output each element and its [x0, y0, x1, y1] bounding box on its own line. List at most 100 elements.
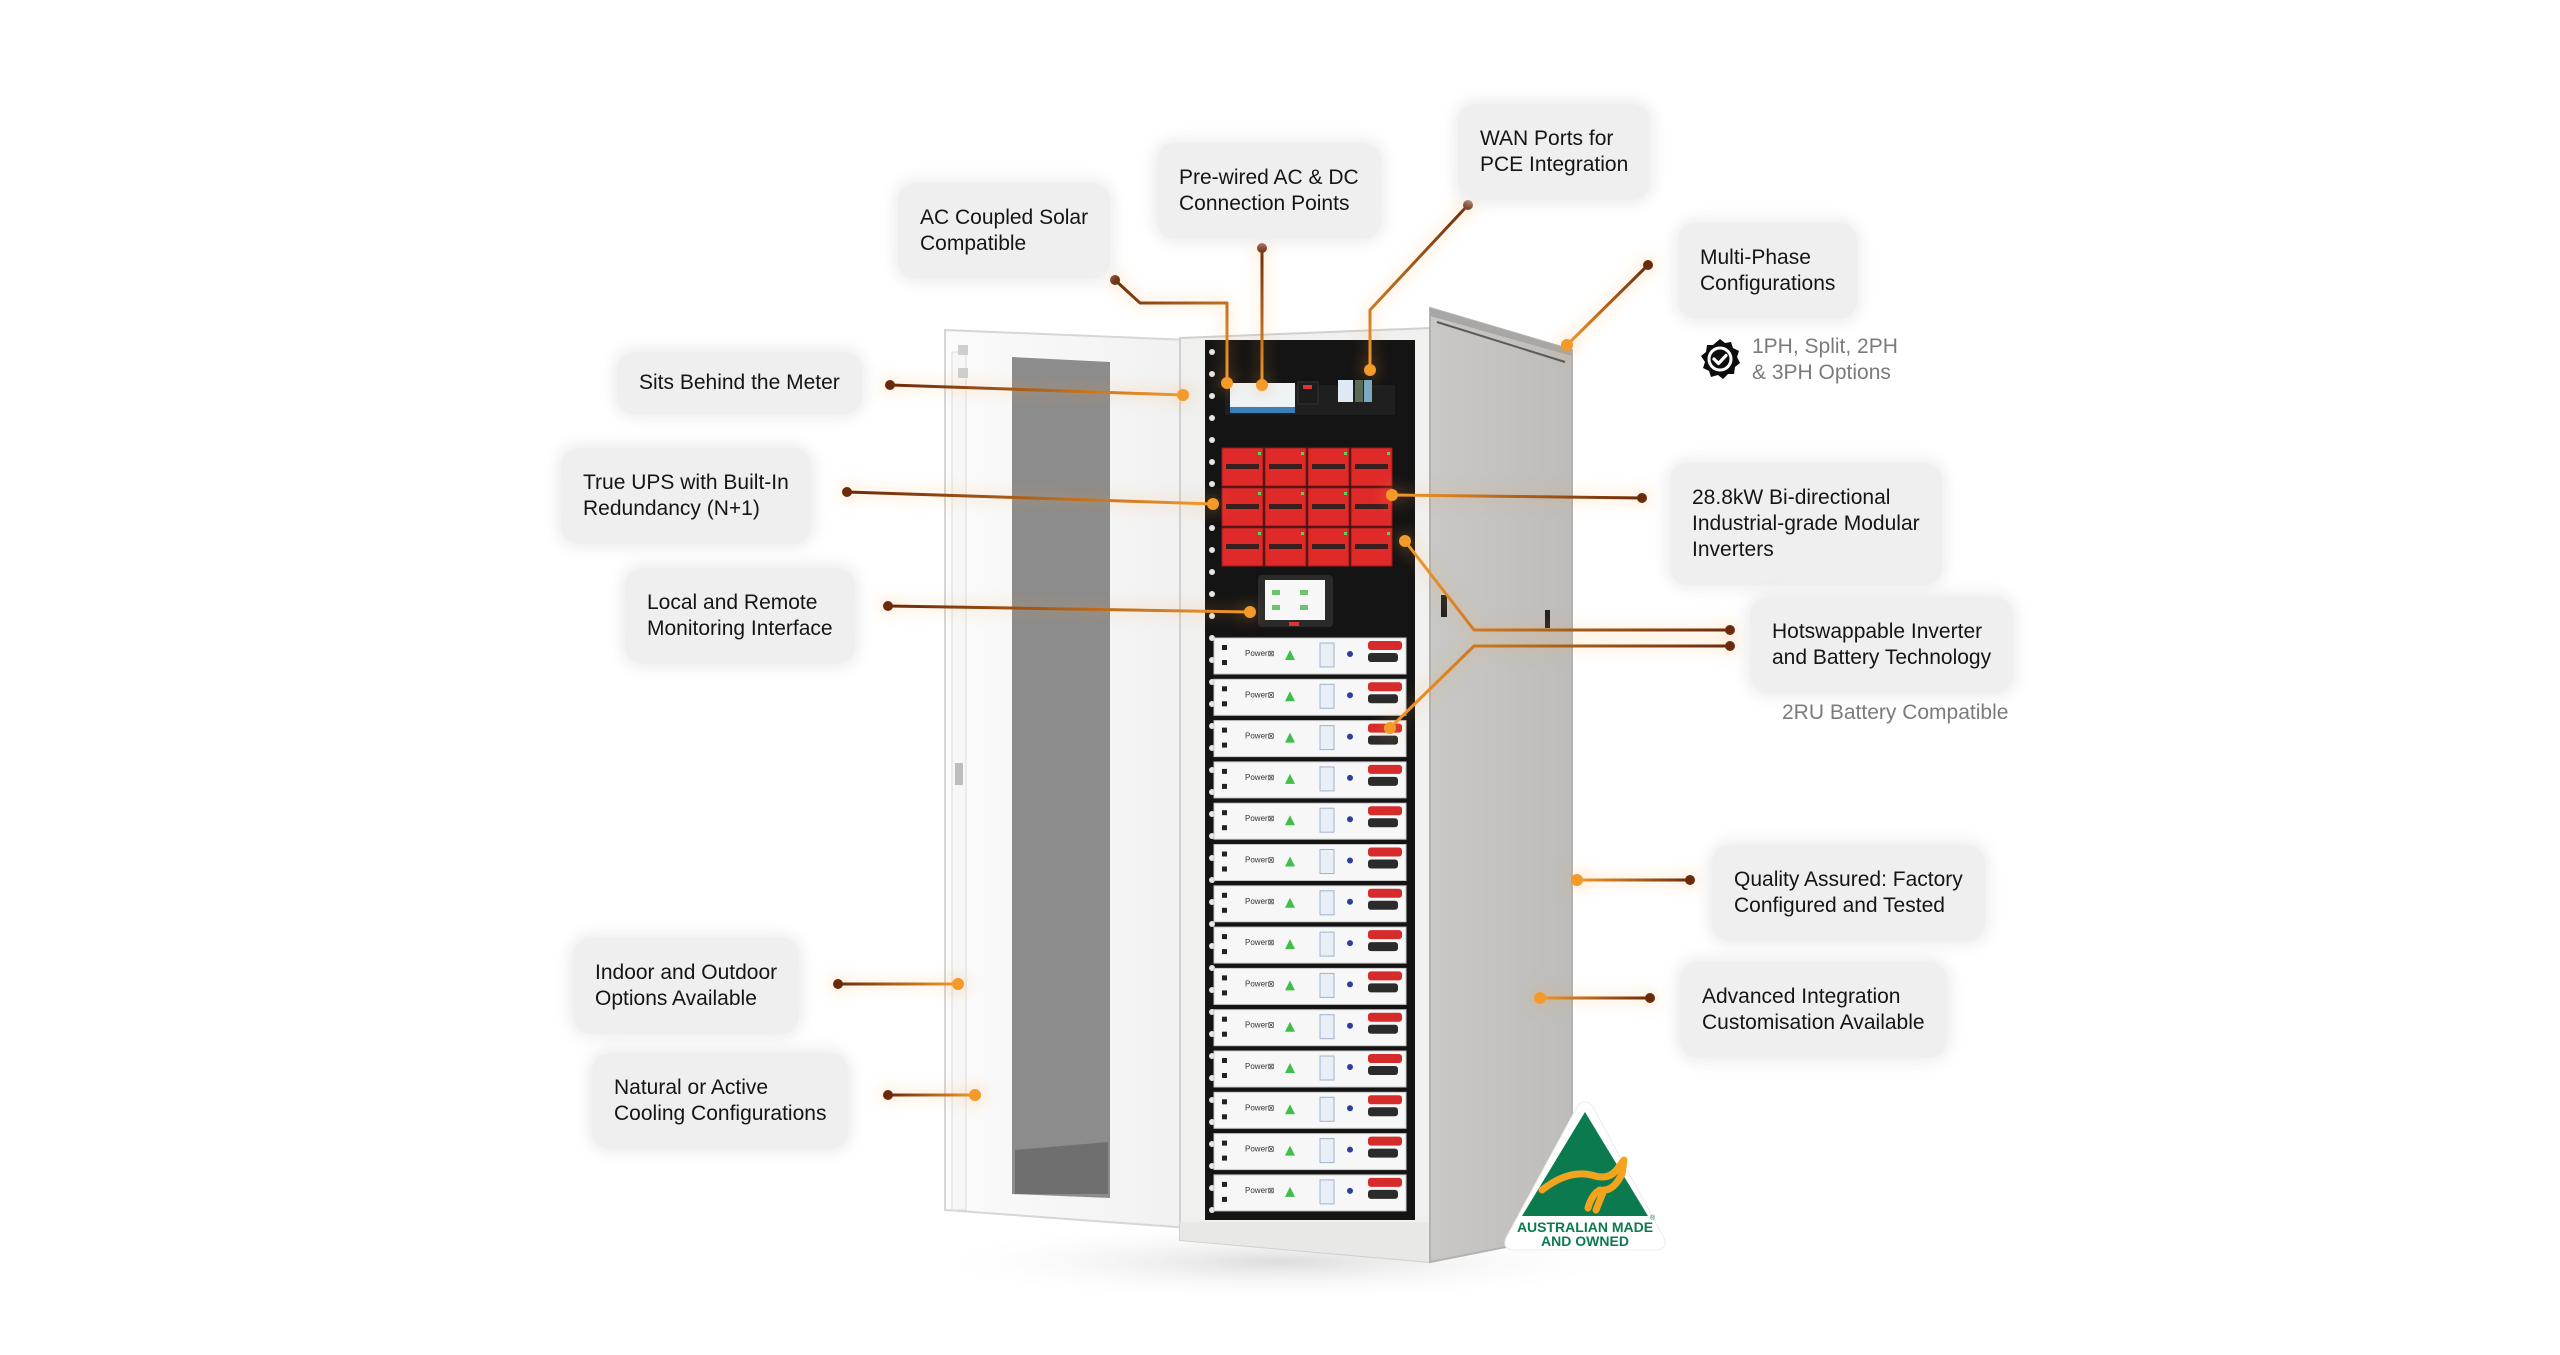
note-text: & 3PH Options [1752, 361, 1891, 384]
leader-dot-label [1725, 641, 1735, 651]
kangaroo-icon [1538, 1156, 1628, 1214]
battery-display [1319, 683, 1335, 709]
rack-hole [1209, 547, 1215, 553]
recycle-icon [1285, 939, 1295, 950]
battery-brand: Power⊠ [1245, 1103, 1274, 1112]
callout-monitoring: Local and Remote Monitoring Interface [625, 568, 855, 664]
leader-dot-label [1463, 200, 1473, 210]
positive-connector [1368, 1012, 1402, 1022]
inverter-handle [1312, 544, 1345, 549]
rack-hole [1209, 415, 1215, 421]
battery-port [1222, 645, 1227, 650]
callout-text: PCE Integration [1480, 153, 1629, 176]
battery-port [1222, 810, 1227, 816]
battery-button [1347, 774, 1353, 781]
battery-port [1222, 1155, 1227, 1161]
callout-text: 28.8kW Bi-directional [1692, 486, 1891, 509]
inverter-handle [1355, 544, 1388, 549]
battery-button [1347, 898, 1353, 905]
logo-text: AUSTRALIAN MADE [1517, 1219, 1653, 1235]
battery-brand: Power⊠ [1245, 773, 1274, 782]
recycle-icon [1285, 1145, 1295, 1156]
positive-connector [1368, 971, 1402, 981]
leader-dot-label [1645, 993, 1655, 1003]
battery-display [1319, 972, 1335, 998]
battery-display [1319, 931, 1335, 957]
callout-ac-coupled-solar: AC Coupled Solar Compatible [898, 183, 1111, 279]
status-led [1344, 532, 1347, 535]
leader-dot-label [883, 1090, 893, 1100]
callout-behind-meter: Sits Behind the Meter [617, 352, 862, 414]
recycle-icon [1285, 1104, 1295, 1115]
callout-text: Industrial-grade Modular [1692, 512, 1920, 535]
battery-brand: Power⊠ [1245, 814, 1274, 823]
callout-text: Cooling Configurations [614, 1102, 827, 1125]
battery-port [1222, 660, 1227, 665]
leader-behind-meter [885, 380, 1189, 401]
callout-advanced: Advanced Integration Customisation Avail… [1680, 962, 1947, 1058]
leader-line [1391, 493, 1643, 500]
callout-text: Compatible [920, 232, 1027, 255]
battery-display [1319, 1179, 1335, 1205]
leader-indoor-outdoor [833, 978, 964, 990]
battery-brand: Power⊠ [1245, 856, 1274, 865]
battery-port [1222, 866, 1227, 872]
leader-dot-target [952, 978, 964, 990]
inverter-handle [1312, 464, 1345, 469]
cabinet-front: Power⊠ Power⊠ Power⊠ Power⊠ Power⊠ Power⊠ Powe… [1179, 326, 1431, 1264]
battery-brand: Power⊠ [1245, 1145, 1274, 1154]
negative-connector [1368, 694, 1398, 704]
battery-brand: Power⊠ [1245, 938, 1274, 947]
leader-ac-coupled [1110, 275, 1233, 389]
positive-connector [1368, 888, 1402, 898]
battery-port [1222, 783, 1227, 789]
leader-dot-target [1571, 874, 1583, 886]
callout-quality: Quality Assured: Factory Configured and … [1712, 845, 1985, 941]
battery-brand: Power⊠ [1245, 897, 1274, 906]
positive-connector [1368, 930, 1402, 940]
battery-brand: Power⊠ [1245, 1021, 1274, 1030]
callout-text: Local and Remote [647, 591, 818, 614]
leader-dot-target [1534, 992, 1546, 1004]
negative-connector [1368, 776, 1398, 786]
leader-lines [833, 200, 1735, 1101]
leader-wan [1364, 200, 1473, 376]
leader-line [887, 604, 1251, 614]
callout-text: True UPS with Built-In [583, 471, 789, 494]
callout-text: Monitoring Interface [647, 617, 833, 640]
rack-hole [1209, 481, 1215, 487]
callout-text: Customisation Available [1702, 1011, 1925, 1034]
leader-dot-target [1221, 377, 1233, 389]
battery-button [1347, 981, 1353, 988]
door-window [1012, 357, 1110, 1198]
recycle-icon [1285, 691, 1295, 702]
battery-port [1222, 934, 1227, 940]
status-led [1301, 452, 1304, 455]
inverter-handle [1226, 504, 1259, 509]
leader-dot-label [1110, 275, 1120, 285]
leader-cooling [883, 1089, 981, 1101]
leader-dot-label [1637, 493, 1647, 503]
battery-port [1222, 1016, 1227, 1022]
phase-options-note: 1PH, Split, 2PH & 3PH Options [1752, 334, 1898, 386]
battery-port [1222, 851, 1227, 857]
inverter-handle [1269, 504, 1302, 509]
status-led [1258, 492, 1261, 495]
status-led [1258, 452, 1261, 455]
battery-port [1222, 825, 1227, 831]
battery-button [1347, 651, 1353, 657]
battery-button [1347, 1146, 1353, 1153]
negative-connector [1368, 735, 1398, 745]
battery-brand: Power⊠ [1245, 1062, 1274, 1071]
callout-text: Advanced Integration [1702, 985, 1901, 1008]
recycle-icon [1285, 1186, 1295, 1197]
battery-stack: Power⊠ Power⊠ Power⊠ Power⊠ Power⊠ Power⊠ Powe… [1213, 637, 1407, 1212]
battery-port [1222, 1196, 1227, 1202]
leader-dot-label [842, 487, 852, 497]
battery-port [1222, 727, 1227, 733]
battery-port [1222, 686, 1227, 692]
leader-dot-target [1256, 379, 1268, 391]
callout-text: Connection Points [1179, 192, 1350, 215]
